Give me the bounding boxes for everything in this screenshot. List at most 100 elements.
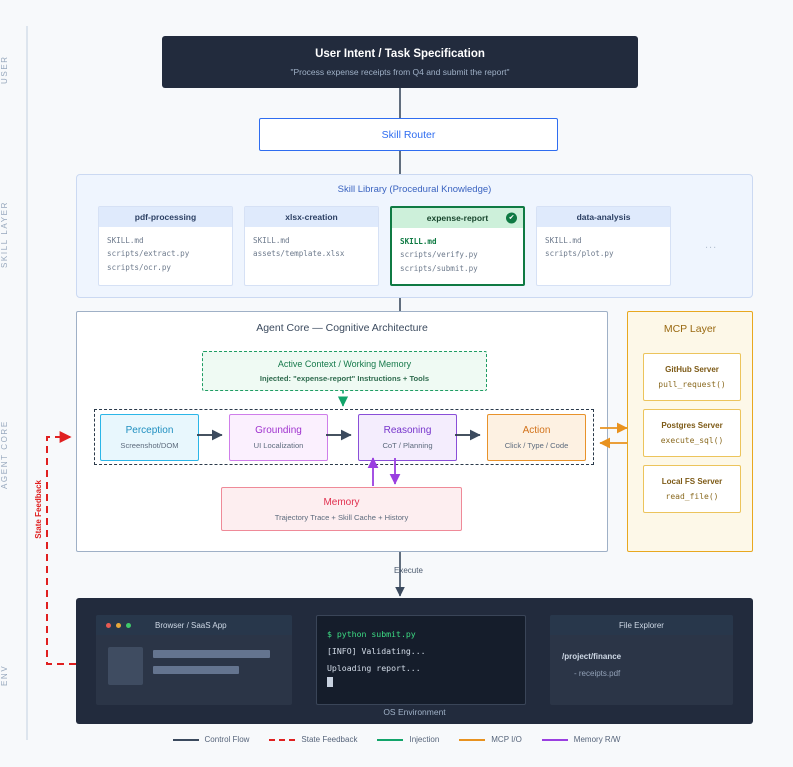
skill-file: SKILL.md [400, 237, 437, 246]
legend-swatch-memory-rw [541, 738, 568, 741]
action-box[interactable]: Action Click / Type / Code [487, 414, 586, 461]
skill-file: scripts/extract.py [107, 249, 190, 259]
skill-card-header: data-analysis [537, 207, 670, 227]
lane-label-env: ENV [0, 664, 9, 686]
memory-subtitle: Trajectory Trace + Skill Cache + History [274, 512, 409, 522]
grounding-subtitle: UI Localization [253, 441, 304, 450]
agent-core-title: Agent Core — Cognitive Architecture [256, 322, 428, 334]
check-icon: ✔ [506, 212, 517, 224]
skill-router-box[interactable]: Skill Router [259, 118, 558, 151]
legend-label: Memory R/W [573, 735, 621, 744]
file-explorer-tree: /project/finance - receipts.pdf [550, 635, 733, 697]
skill-card-pdf-processing[interactable]: pdf-processing SKILL.md scripts/extract.… [98, 206, 233, 286]
user-intent-box: User Intent / Task Specification "Proces… [162, 36, 638, 88]
action-subtitle: Click / Type / Code [504, 441, 569, 450]
browser-panel[interactable]: Browser / SaaS App [96, 615, 292, 705]
traffic-light-green-icon [126, 622, 131, 628]
user-intent-subtitle: "Process expense receipts from Q4 and su… [290, 66, 510, 77]
browser-line-2 [153, 666, 239, 674]
user-intent-title: User Intent / Task Specification [315, 47, 485, 60]
skill-file: scripts/plot.py [545, 249, 614, 259]
skill-card-xlsx-creation[interactable]: xlsx-creation SKILL.md assets/template.x… [244, 206, 379, 286]
active-context-subtitle: Injected: "expense-report" Instructions … [259, 374, 430, 383]
legend-swatch-state-feedback [269, 738, 296, 741]
legend-label: State Feedback [301, 735, 358, 744]
skill-file: scripts/ocr.py [107, 262, 172, 272]
legend-swatch-mcp-io [459, 738, 486, 741]
skill-card-files: SKILL.md scripts/verify.py scripts/submi… [392, 228, 523, 282]
skill-router-label: Skill Router [381, 128, 436, 141]
skill-card-header: pdf-processing [99, 207, 232, 227]
skill-card-header: xlsx-creation [245, 207, 378, 227]
browser-line-1 [153, 650, 270, 658]
grounding-box[interactable]: Grounding UI Localization [229, 414, 328, 461]
skill-card-name: pdf-processing [134, 212, 197, 222]
browser-titlebar: Browser / SaaS App [96, 615, 292, 635]
file-explorer-file[interactable]: - receipts.pdf [574, 668, 621, 678]
legend-label: Injection [409, 735, 440, 744]
legend-item-control-flow: Control Flow [172, 735, 250, 744]
perception-title: Perception [125, 425, 174, 436]
action-title: Action [522, 425, 551, 436]
terminal-line-command: $ python submit.py [327, 629, 416, 639]
agent-core-panel: Agent Core — Cognitive Architecture Acti… [76, 311, 608, 552]
state-feedback-label: State Feedback [34, 480, 43, 539]
mcp-layer-title: MCP Layer [663, 323, 717, 335]
mcp-server-name: Postgres Server [661, 421, 723, 430]
skill-card-header: expense-report ✔ [392, 208, 523, 228]
perception-box[interactable]: Perception Screenshot/DOM [100, 414, 199, 461]
file-explorer-title: File Explorer [619, 620, 664, 630]
lane-rail [26, 26, 28, 740]
reasoning-title: Reasoning [383, 425, 432, 436]
skill-card-name: data-analysis [576, 212, 631, 222]
traffic-light-yellow-icon [116, 622, 121, 628]
legend-swatch-control-flow [172, 738, 199, 741]
skill-file: scripts/submit.py [400, 263, 478, 273]
skill-file: scripts/verify.py [400, 250, 478, 260]
file-explorer-titlebar: File Explorer [550, 615, 733, 635]
memory-box[interactable]: Memory Trajectory Trace + Skill Cache + … [221, 487, 462, 531]
skill-library-ellipsis: ... [705, 239, 718, 251]
mcp-layer-panel: MCP Layer GitHub Server pull_request() P… [627, 311, 753, 552]
active-context-title: Active Context / Working Memory [277, 359, 412, 369]
skill-card-files: SKILL.md scripts/plot.py [537, 227, 670, 268]
memory-title: Memory [323, 496, 360, 508]
traffic-light-red-icon [106, 622, 111, 628]
lane-label-skill: SKILL LAYER [0, 201, 9, 269]
terminal-line-info: [INFO] Validating... [327, 645, 426, 656]
skill-file: assets/template.xlsx [253, 249, 345, 259]
skill-file: SKILL.md [253, 236, 290, 245]
reasoning-box[interactable]: Reasoning CoT / Planning [358, 414, 457, 461]
legend-label: MCP I/O [491, 735, 522, 744]
skill-file: SKILL.md [545, 236, 582, 245]
mcp-server-localfs[interactable]: Local FS Server read_file() [643, 465, 741, 513]
os-environment-caption: OS Environment [383, 707, 446, 717]
skill-card-files: SKILL.md scripts/extract.py scripts/ocr.… [99, 227, 232, 281]
lane-label-agentcore: AGENT CORE [0, 420, 9, 490]
mcp-server-github[interactable]: GitHub Server pull_request() [643, 353, 741, 401]
legend-item-mcp-io: MCP I/O [459, 735, 522, 744]
skill-library-title: Skill Library (Procedural Knowledge) [337, 184, 492, 195]
mcp-server-name: GitHub Server [665, 365, 719, 374]
file-explorer-panel[interactable]: File Explorer /project/finance - receipt… [550, 615, 733, 705]
edge-state-feedback [46, 431, 76, 665]
mcp-server-postgres[interactable]: Postgres Server execute_sql() [643, 409, 741, 457]
skill-card-name: expense-report [426, 213, 489, 223]
terminal-line-status: Uploading report... [327, 662, 421, 673]
terminal-panel[interactable]: $ python submit.py [INFO] Validating... … [316, 615, 526, 705]
skill-card-data-analysis[interactable]: data-analysis SKILL.md scripts/plot.py [536, 206, 671, 286]
mcp-server-fn: read_file() [665, 492, 719, 501]
legend-item-memory-rw: Memory R/W [541, 735, 621, 744]
file-explorer-path: /project/finance [562, 652, 622, 661]
browser-thumbnail [108, 647, 143, 685]
skill-card-files: SKILL.md assets/template.xlsx [245, 227, 378, 268]
legend-swatch-injection [377, 738, 404, 741]
skill-card-expense-report[interactable]: expense-report ✔ SKILL.md scripts/verify… [390, 206, 525, 286]
skill-file: SKILL.md [107, 236, 144, 245]
mcp-server-fn: execute_sql() [660, 436, 724, 445]
os-environment-panel: Browser / SaaS App $ python submit.py [I… [76, 598, 753, 724]
active-context-box: Active Context / Working Memory Injected… [202, 351, 487, 391]
legend-item-injection: Injection [377, 735, 439, 744]
legend-label: Control Flow [204, 735, 250, 744]
lane-label-user: USER [0, 55, 9, 85]
